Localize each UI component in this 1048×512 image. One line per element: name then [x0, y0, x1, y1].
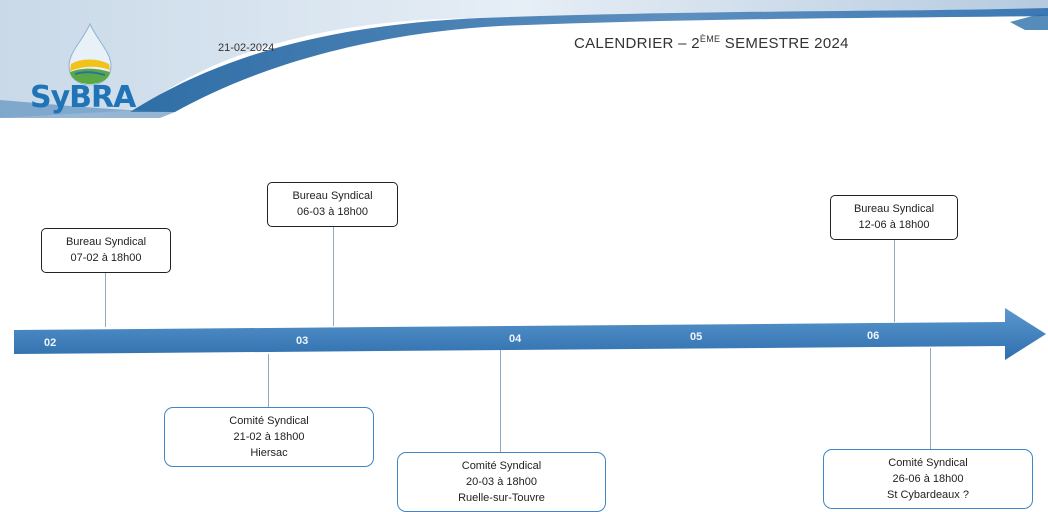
event-bureau-syndical-jun: Bureau Syndical 12-06 à 18h00: [830, 195, 958, 240]
event-bureau-syndical-feb: Bureau Syndical 07-02 à 18h00: [41, 228, 171, 273]
event-datetime: 21-02 à 18h00: [233, 431, 305, 443]
event-place: Ruelle-sur-Touvre: [458, 492, 545, 504]
title-prefix: CALENDRIER – 2: [574, 35, 700, 52]
event-title: Bureau Syndical: [853, 203, 935, 215]
timeline-arrow: [14, 308, 1046, 360]
event-datetime: 26-06 à 18h00: [892, 473, 964, 485]
month-label-03: 03: [296, 335, 309, 347]
event-title: Comité Syndical: [888, 457, 968, 469]
header-banner: [0, 0, 1048, 118]
page-title: CALENDRIER – 2ÈME SEMESTRE 2024: [574, 34, 849, 52]
document-date: 21-02-2024: [218, 42, 275, 54]
connector-line: [268, 354, 269, 408]
title-suffix: SEMESTRE 2024: [720, 35, 849, 52]
event-datetime: 06-03 à 18h00: [297, 206, 368, 218]
connector-line: [930, 348, 931, 450]
event-title: Comité Syndical: [461, 460, 542, 472]
event-comite-syndical-mar: Comité Syndical 20-03 à 18h00 Ruelle-sur…: [397, 452, 606, 512]
month-label-04: 04: [509, 333, 522, 345]
connector-line: [333, 226, 334, 326]
event-comite-syndical-jun: Comité Syndical 26-06 à 18h00 St Cybarde…: [823, 449, 1033, 509]
event-comite-syndical-feb: Comité Syndical 21-02 à 18h00 Hiersac: [164, 407, 374, 467]
event-bureau-syndical-mar: Bureau Syndical 06-03 à 18h00: [267, 182, 398, 227]
event-title: Bureau Syndical: [292, 190, 373, 202]
event-title: Comité Syndical: [229, 415, 309, 427]
connector-line: [500, 350, 501, 453]
title-superscript: ÈME: [699, 34, 721, 44]
connector-line: [105, 272, 106, 327]
logo-text: SyBRA: [30, 80, 136, 115]
event-datetime: 20-03 à 18h00: [466, 476, 537, 488]
month-label-05: 05: [690, 331, 703, 343]
event-place: Hiersac: [250, 447, 288, 459]
event-place: St Cybardeaux ?: [887, 489, 969, 501]
event-title: Bureau Syndical: [65, 236, 147, 248]
month-label-06: 06: [867, 330, 880, 342]
event-datetime: 12-06 à 18h00: [858, 219, 930, 231]
event-datetime: 07-02 à 18h00: [70, 252, 142, 264]
logo-drop-icon: [68, 22, 112, 86]
connector-line: [894, 239, 895, 322]
month-label-02: 02: [44, 337, 57, 349]
